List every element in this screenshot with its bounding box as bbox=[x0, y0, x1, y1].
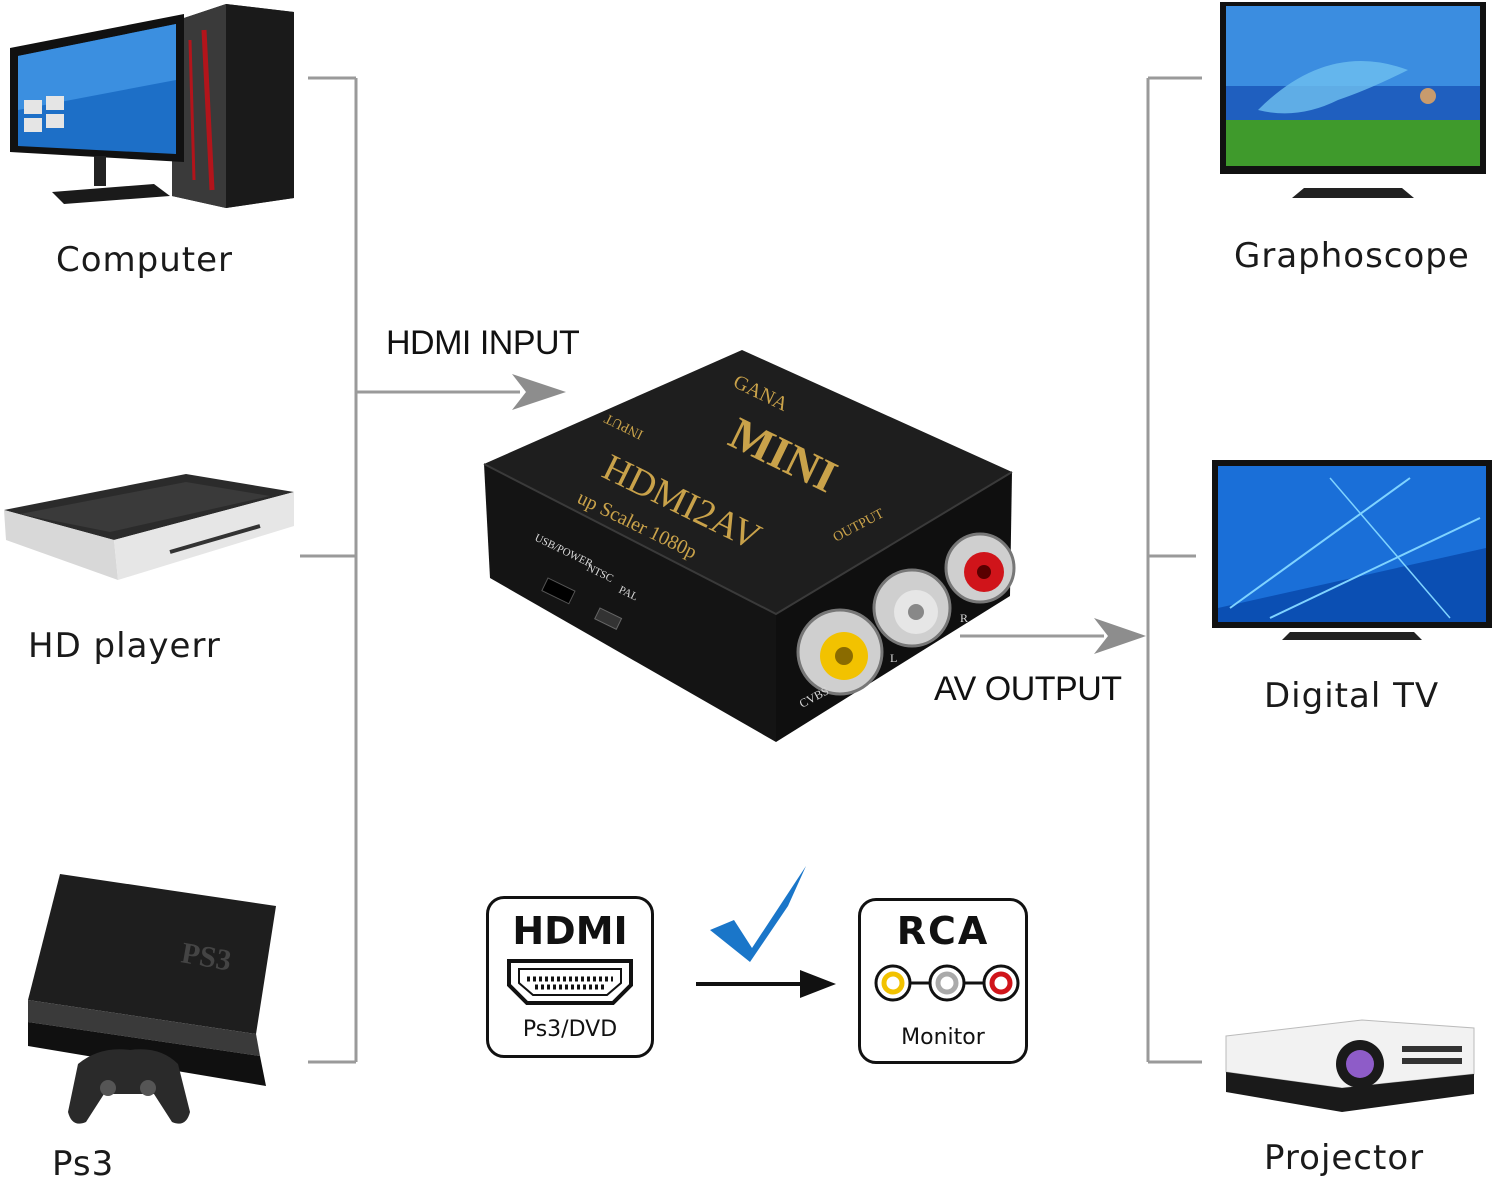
av-output-label: AV OUTPUT bbox=[934, 670, 1122, 708]
hdmi-title: HDMI bbox=[512, 909, 628, 953]
check-icon bbox=[710, 866, 806, 962]
digital-tv-icon bbox=[1212, 460, 1492, 640]
rca-ports-icon bbox=[874, 964, 1020, 1002]
usb-port bbox=[541, 577, 576, 605]
graphoscope-icon bbox=[1220, 2, 1486, 198]
hdmi2av-converter: GANA MINI HDMI2AV up Scaler 1080p INPUT … bbox=[483, 350, 1016, 742]
projector-label: Projector bbox=[1264, 1138, 1425, 1178]
rca-jack-white bbox=[872, 568, 952, 648]
hdmi-input-label: HDMI INPUT bbox=[386, 324, 580, 362]
arrow-right-icon bbox=[800, 970, 836, 998]
ps3-label: Ps3 bbox=[52, 1144, 115, 1184]
rca-jack-yellow bbox=[796, 608, 884, 696]
hdmi-subtitle: Ps3/DVD bbox=[522, 1017, 618, 1042]
ps3-icon: PS3 bbox=[28, 874, 276, 1124]
rca-subtitle: Monitor bbox=[901, 1025, 985, 1050]
hdmi-port-icon bbox=[507, 959, 633, 1005]
hdmi-input-arrow bbox=[512, 374, 566, 410]
rca-title: RCA bbox=[896, 909, 990, 953]
digital-tv-label: Digital TV bbox=[1264, 676, 1440, 716]
rca-jack-red bbox=[944, 532, 1016, 604]
projector-icon bbox=[1225, 1019, 1475, 1112]
av-output-arrow bbox=[1094, 618, 1146, 654]
hdmi-source-box: HDMI Ps3/DVD bbox=[486, 896, 654, 1058]
hd-player-label: HD playerr bbox=[28, 626, 221, 666]
hd-player-icon bbox=[4, 474, 294, 580]
rca-target-box: RCA Monitor bbox=[858, 898, 1028, 1064]
l-label: L bbox=[890, 651, 897, 665]
check-arrow-graphic bbox=[696, 866, 836, 998]
r-label: R bbox=[960, 611, 968, 625]
graphoscope-label: Graphoscope bbox=[1234, 236, 1470, 276]
ntsc-pal-switch bbox=[594, 607, 623, 630]
computer-label: Computer bbox=[56, 240, 234, 280]
computer-icon bbox=[10, 4, 294, 208]
